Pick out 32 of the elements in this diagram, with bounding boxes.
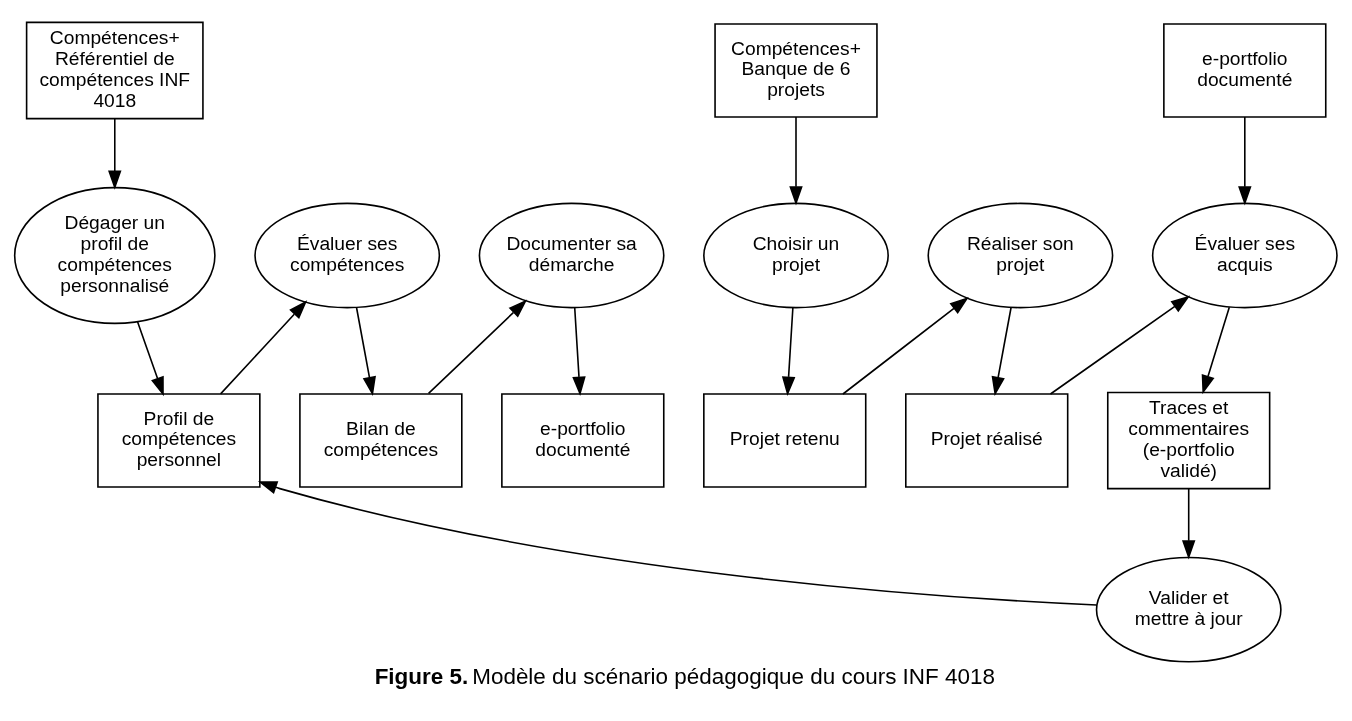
node-box: e-portfolio documenté (1163, 23, 1327, 118)
node-box: Projet retenu (703, 393, 867, 488)
node-ellipse: Évaluer ses compétences (254, 202, 441, 309)
node-ellipse: Valider et mettre à jour (1095, 556, 1282, 663)
arrow (1049, 295, 1191, 395)
arrow (355, 306, 376, 396)
node-ellipse: Évaluer ses acquis (1151, 202, 1338, 309)
caption: Figure 5. Modèle du scénario pédagogique du cours INF 4018 (374, 664, 995, 690)
arrow (136, 320, 164, 397)
arrow (991, 306, 1012, 396)
arrow (572, 306, 586, 396)
arrow (427, 299, 528, 395)
arrow (219, 300, 308, 395)
arrow (781, 306, 796, 396)
arrow (1201, 306, 1231, 395)
node-ellipse: Documenter sa démarche (478, 202, 665, 309)
node-ellipse: Réaliser son projet (927, 202, 1114, 309)
arrow (789, 116, 803, 206)
node-box: Bilan de compétences (299, 393, 463, 488)
arrow (108, 118, 122, 190)
node-box: e-portfolio documenté (501, 393, 665, 488)
arrow (257, 481, 1098, 606)
node-box: Compétences+ Référentiel de compétences INF 4018 (25, 21, 204, 120)
node-box: Traces et commentaires (e-portfolio validé) (1106, 391, 1271, 490)
node-box: Projet réalisé (905, 393, 1069, 488)
node-ellipse: Choisir un projet (703, 202, 889, 309)
arrow (1181, 488, 1196, 560)
arrow (842, 296, 969, 395)
node-ellipse: Dégager un profil de compétences personnalisé (13, 186, 216, 325)
node-box: Profil de compétences personnel (97, 393, 261, 488)
node-box: Compétences+ Banque de 6 projets (714, 23, 878, 118)
arrow (1238, 116, 1252, 206)
